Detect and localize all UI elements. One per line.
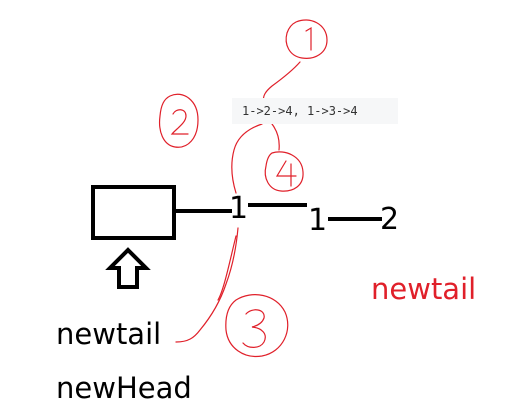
annotation-circle-4 [264,151,304,192]
annotation-path-2 [231,123,263,194]
up-arrow-icon [105,247,151,289]
newhead-label: newHead [56,371,192,405]
annotation-digit-4 [275,160,297,187]
code-snippet: 1->2->4, 1->3->4 [232,98,398,124]
annotation-circle-2 [158,93,199,148]
node-3-label: 2 [380,202,400,237]
annotation-digit-3 [242,309,266,348]
node-1-label: 1 [229,191,249,226]
dummy-node-box [91,185,176,240]
node-2-label: 1 [308,203,328,238]
annotation-digit-1 [305,26,312,51]
annotation-circle-3 [225,294,289,358]
annotation-path-4 [271,123,280,151]
annotation-path-1 [262,61,301,103]
annotation-digit-2 [170,109,189,135]
annotation-path-3 [175,227,239,343]
annotation-circle-1 [285,19,328,59]
newtail-label: newtail [56,317,162,351]
red-newtail-label: newtail [371,272,477,306]
annotation-path-5 [217,235,237,301]
